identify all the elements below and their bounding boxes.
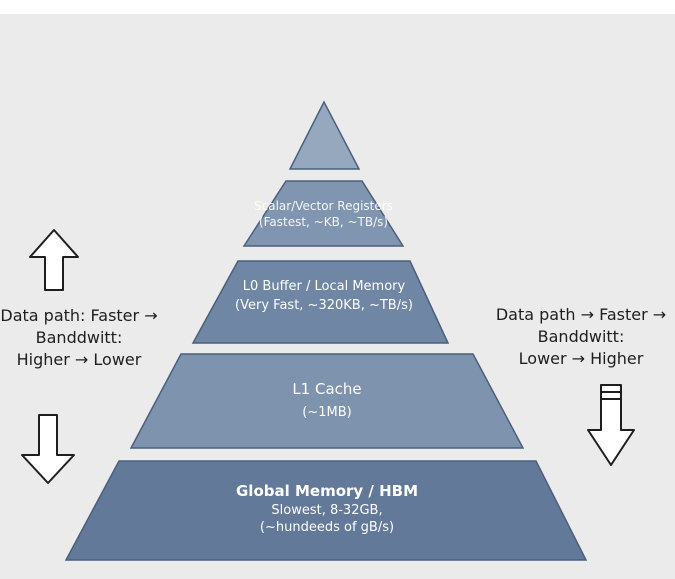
tier-title: Scalar/Vector Registers bbox=[254, 199, 393, 213]
down-arrow-icon bbox=[587, 384, 635, 466]
pyramid-tier-l0-buffer bbox=[191, 260, 450, 344]
annotation-line: Higher → Lower bbox=[16, 350, 142, 369]
tier-title: L0 Buffer / Local Memory bbox=[242, 279, 406, 294]
left-annotation: Data path: Faster → Banddwitt: Higher → … bbox=[0, 305, 158, 371]
right-annotation: Data path → Faster → Banddwitt: Lower → … bbox=[494, 304, 668, 370]
up-arrow-icon bbox=[29, 229, 79, 291]
annotation-line: Banddwitt: bbox=[35, 328, 123, 347]
pyramid-tier-apex bbox=[288, 100, 361, 170]
pyramid-tier-l1-cache bbox=[129, 353, 525, 449]
tier-label-global-memory: Global Memory / HBM Slowest, 8-32GB, (~h… bbox=[177, 481, 477, 536]
annotation-line: Banddwitt: bbox=[537, 327, 625, 346]
tier-detail: (~1MB) bbox=[302, 405, 352, 420]
annotation-line: Data path → Faster → bbox=[495, 305, 667, 324]
tier-detail: (Very Fast, ~320KB, ~TB/s) bbox=[235, 298, 413, 313]
down-arrow-icon bbox=[21, 414, 75, 484]
tier-detail: Slowest, 8-32GB, bbox=[271, 503, 383, 518]
annotation-line: Data path: Faster → bbox=[0, 306, 158, 325]
tier-label-l0-buffer: L0 Buffer / Local Memory (Very Fast, ~32… bbox=[210, 277, 438, 315]
tier-title: L1 Cache bbox=[292, 380, 362, 398]
pyramid-tier-global-memory bbox=[64, 460, 588, 561]
tier-detail: (~hundeeds of gB/s) bbox=[259, 520, 395, 535]
top-band bbox=[0, 0, 675, 14]
annotation-line: Lower → Higher bbox=[518, 349, 644, 368]
tier-label-l1-cache: L1 Cache (~1MB) bbox=[227, 378, 427, 424]
pyramid-tier-registers bbox=[242, 180, 405, 247]
tier-label-registers: Scalar/Vector Registers (Fastest, ~KB, ~… bbox=[244, 198, 403, 230]
tier-title: Global Memory / HBM bbox=[235, 482, 419, 500]
tier-detail: (Fastest, ~KB, ~TB/s) bbox=[258, 215, 389, 229]
